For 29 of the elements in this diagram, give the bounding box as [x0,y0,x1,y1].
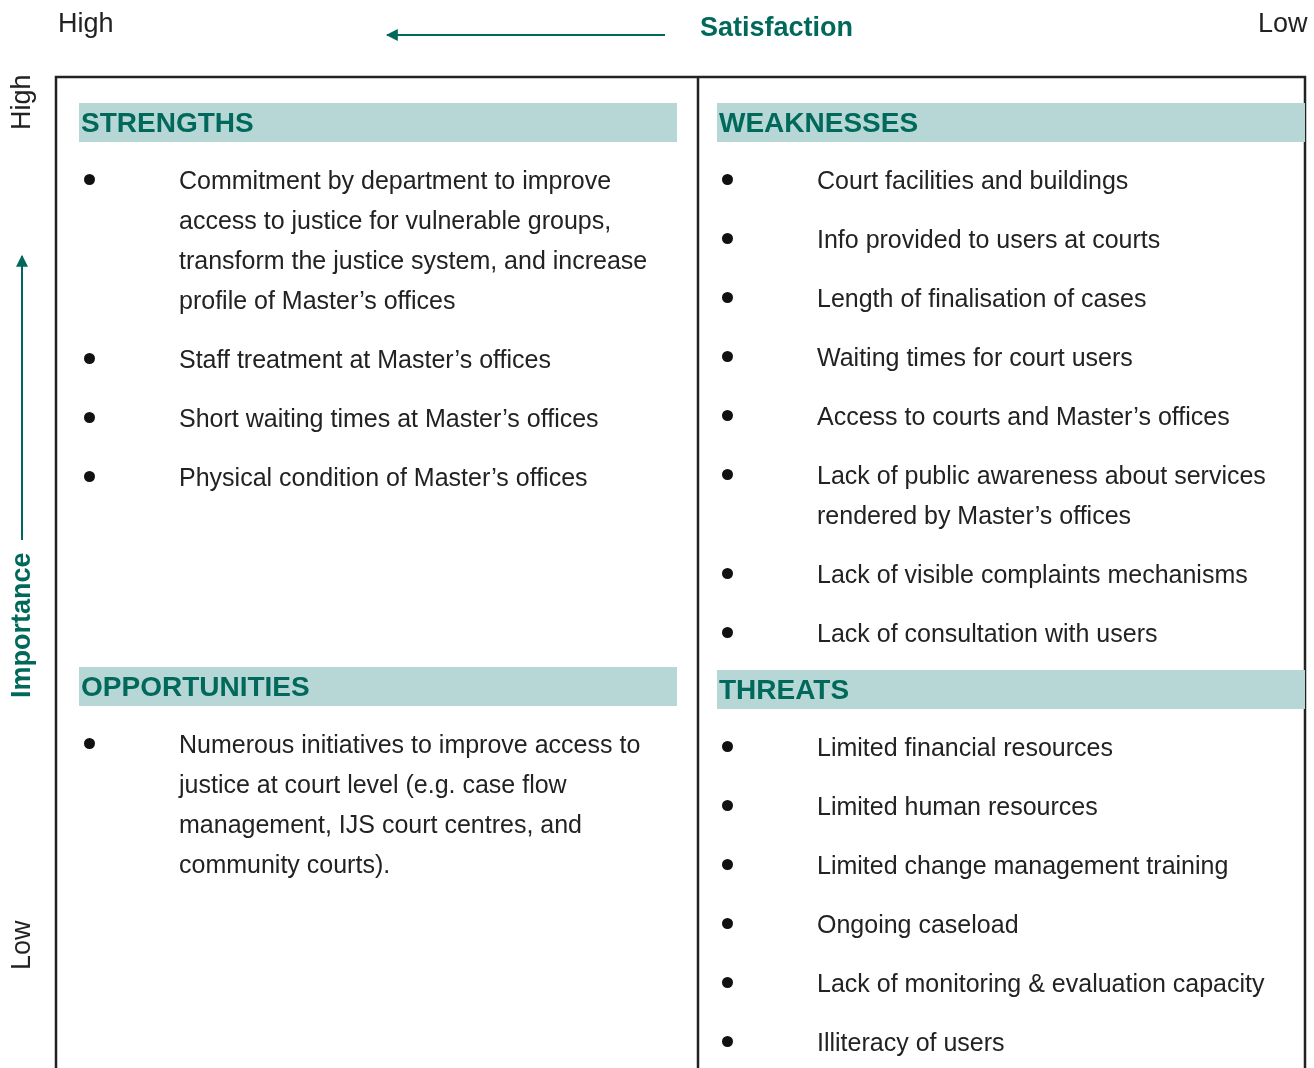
axis-title: Importance [6,552,37,698]
section-heading: THREATS [717,670,1305,709]
list-item: Illiteracy of users [817,1027,1006,1058]
axis-label: High [6,74,37,130]
list-item: Info provided to users at courts [817,224,1162,255]
axis-label: High [58,8,114,39]
list-item: Length of finalisation of cases [817,283,1148,314]
list-item: Lack of monitoring & evaluation capacity [817,968,1266,999]
axis-title: Satisfaction [700,12,854,43]
list-item: Lack of consultation with users [817,618,1159,649]
axis-label: Low [1258,8,1308,39]
list-item: Lack of visible complaints mechanisms [817,559,1249,590]
list-item: Numerous initiatives to improve access to justice at court level (e.g. case flow management, IJS court centres, and community courts). [179,729,642,880]
list-item: Short waiting times at Master’s offices [179,403,600,434]
list-item: Limited human resources [817,791,1099,822]
list-item: Physical condition of Master’s offices [179,462,589,493]
list-item: Commitment by department to improve access to justice for vulnerable groups, transform the justice system, and increase profile of Master’s offices [179,165,649,316]
list-item: Waiting times for court users [817,342,1134,373]
list-item: Court facilities and buildings [817,165,1130,196]
list-item: Staff treatment at Master’s offices [179,344,552,375]
axis-label: Low [6,920,37,970]
list-item: Access to courts and Master’s offices [817,401,1231,432]
list-item: Lack of public awareness about services rendered by Master’s offices [817,460,1267,531]
list-item: Limited change management training [817,850,1230,881]
section-heading: STRENGTHS [79,103,677,142]
section-heading: OPPORTUNITIES [79,667,677,706]
section-heading: WEAKNESSES [717,103,1305,142]
list-item: Limited financial resources [817,732,1114,763]
list-item: Ongoing caseload [817,909,1020,940]
